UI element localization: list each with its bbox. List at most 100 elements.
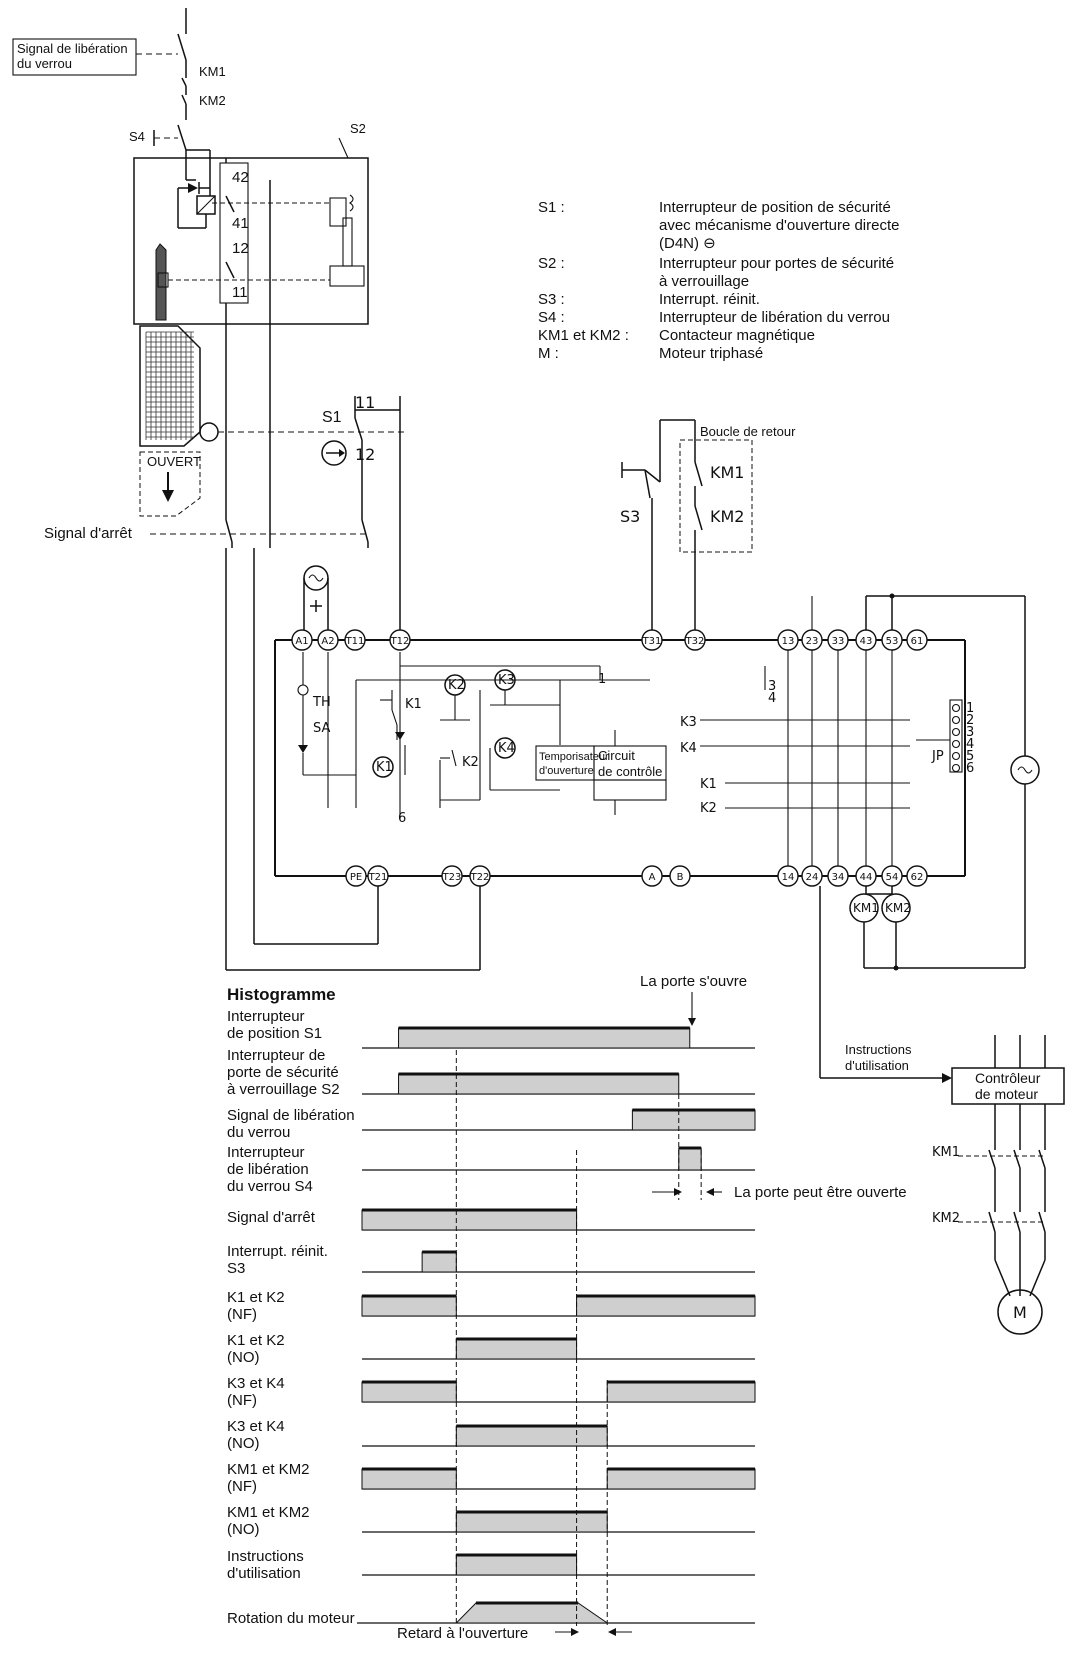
lock-release-section: Signal de libération du verrou KM1 KM2 S… bbox=[12, 8, 226, 196]
motor-section: Contrôleur de moteur KM1 KM2 M bbox=[932, 1035, 1065, 1335]
k3-coil-label: K3 bbox=[498, 673, 515, 688]
contact-42-label: 42 bbox=[232, 169, 249, 186]
timing-row-4: Signal d'arrêt bbox=[227, 1208, 755, 1231]
timing-row-5: Interrupt. réinit.S3 bbox=[227, 1243, 755, 1277]
reset-and-feedback: S3 Boucle de retour KM1 KM2 bbox=[620, 419, 796, 630]
terminal-62 bbox=[906, 865, 928, 887]
s1-contact-11-label: 11 bbox=[355, 393, 375, 412]
legend-key-3: S4 : bbox=[538, 309, 565, 326]
timing-bar-8-1 bbox=[606, 1381, 756, 1403]
terminal-label-T32: T32 bbox=[685, 636, 705, 647]
timing-bar-9-0 bbox=[455, 1425, 608, 1447]
terminal-label-33: 33 bbox=[832, 636, 845, 647]
legend-text-0-2: (D4N) ⊖ bbox=[659, 235, 716, 252]
legend-key-0: S1 : bbox=[538, 199, 565, 216]
terminal-label-53: 53 bbox=[886, 636, 899, 647]
timing-row-label-13-0: Rotation du moteur bbox=[227, 1610, 355, 1627]
timing-row-6: K1 et K2(NF) bbox=[227, 1289, 756, 1323]
legend-text-1-0: Interrupteur pour portes de sécurité bbox=[659, 255, 894, 272]
timing-row-label-8-1: (NF) bbox=[227, 1392, 257, 1409]
timing-row-label-11-0: KM1 et KM2 bbox=[227, 1504, 310, 1521]
s1-label: S1 bbox=[322, 409, 342, 426]
timing-row-label-10-1: (NF) bbox=[227, 1478, 257, 1495]
lock-release-signal-label-1: Signal de libération bbox=[17, 41, 128, 56]
k1-coil-label: K1 bbox=[376, 760, 393, 775]
instructions-label-1: Instructions bbox=[845, 1042, 912, 1057]
timing-row-11: KM1 et KM2(NO) bbox=[227, 1504, 755, 1538]
k1-relay-label: K1 bbox=[700, 777, 717, 792]
k2-contact-label: K2 bbox=[462, 755, 479, 770]
terminal-label-PE: PE bbox=[350, 872, 362, 883]
terminal-B bbox=[669, 865, 691, 887]
timing-row-label-5-0: Interrupt. réinit. bbox=[227, 1243, 328, 1260]
timing-row-label-12-0: Instructions bbox=[227, 1548, 304, 1565]
timing-row-8: K3 et K4(NF) bbox=[227, 1375, 756, 1409]
timing-row-label-1-2: à verrouillage S2 bbox=[227, 1081, 340, 1098]
s1-contact-12-label: 12 bbox=[355, 445, 375, 464]
km2-coil-label: KM2 bbox=[885, 901, 911, 915]
feedback-km1-label: KM1 bbox=[710, 463, 744, 482]
contact-11-label: 11 bbox=[232, 284, 248, 301]
lock-release-signal-label-2: du verrou bbox=[17, 56, 72, 71]
safety-door: OUVERT bbox=[139, 325, 219, 517]
timing-row-label-6-1: (NF) bbox=[227, 1306, 257, 1323]
timing-bar-4-0 bbox=[361, 1209, 578, 1231]
k1-contact-label: K1 bbox=[405, 697, 422, 712]
motor-controller-label-2: de moteur bbox=[975, 1086, 1038, 1102]
s2-door-switch: S2 42 41 12 11 bbox=[133, 121, 369, 325]
s3-label: S3 bbox=[620, 507, 640, 526]
km1-contact-label: KM1 bbox=[199, 64, 226, 79]
legend-text-3-0: Interrupteur de libération du verrou bbox=[659, 309, 890, 326]
timing-row-13: Rotation du moteur bbox=[227, 1601, 755, 1627]
contact-41-label: 41 bbox=[232, 215, 249, 232]
terminal-label-T21: T21 bbox=[368, 872, 388, 883]
motor-icon bbox=[997, 1289, 1043, 1335]
output-wiring: Instructions d'utilisation KM1 KM2 bbox=[811, 593, 1040, 1083]
timing-bar-6-0 bbox=[361, 1295, 457, 1317]
terminal-label-T11: T11 bbox=[345, 636, 365, 647]
timing-row-label-7-0: K1 et K2 bbox=[227, 1332, 285, 1349]
terminal-label-T23: T23 bbox=[442, 872, 462, 883]
th-label: TH bbox=[312, 695, 331, 710]
timing-row-label-7-1: (NO) bbox=[227, 1349, 260, 1366]
terminal-label-13: 13 bbox=[782, 636, 795, 647]
timing-bar-0-0 bbox=[398, 1027, 691, 1049]
timing-bar-2-0 bbox=[631, 1109, 756, 1131]
terminal-label-44: 44 bbox=[860, 872, 873, 883]
jp-pin-2: 2 bbox=[966, 713, 974, 728]
timing-row-label-9-0: K3 et K4 bbox=[227, 1418, 285, 1435]
contact-12-label: 12 bbox=[232, 240, 249, 257]
terminal-label-43: 43 bbox=[860, 636, 873, 647]
terminal-label-54: 54 bbox=[886, 872, 899, 883]
legend-key-2: S3 : bbox=[538, 291, 565, 308]
timing-row-label-10-0: KM1 et KM2 bbox=[227, 1461, 310, 1478]
k4-contact-label: K4 bbox=[680, 741, 697, 756]
timing-title: Histogramme bbox=[227, 985, 336, 1004]
timing-row-label-1-0: Interrupteur de bbox=[227, 1047, 325, 1064]
s1-position-switch: S1 11 12 bbox=[218, 393, 406, 478]
terminal-A bbox=[641, 865, 663, 887]
internal-ref-6: 6 bbox=[398, 811, 406, 826]
terminal-A1 bbox=[291, 629, 313, 651]
km1-coil-label: KM1 bbox=[853, 901, 879, 915]
k3-contact-label: K3 bbox=[680, 715, 697, 730]
k4-coil-label: K4 bbox=[498, 741, 515, 756]
jp-pin-6: 6 bbox=[966, 761, 974, 776]
timing-bar-6-1 bbox=[576, 1295, 756, 1317]
terminal-T11 bbox=[344, 629, 366, 651]
timing-bar-3-0 bbox=[678, 1147, 702, 1171]
feedback-loop-label: Boucle de retour bbox=[700, 424, 796, 439]
timing-bar-10-0 bbox=[361, 1468, 457, 1490]
internal-ref-4: 4 bbox=[768, 691, 776, 706]
terminal-label-T31: T31 bbox=[642, 636, 662, 647]
internal-ref-3: 3 bbox=[768, 679, 776, 694]
legend-key-1: S2 : bbox=[538, 255, 565, 272]
jp-pin-5: 5 bbox=[966, 749, 974, 764]
timing-row-label-8-0: K3 et K4 bbox=[227, 1375, 285, 1392]
legend-key-4: KM1 et KM2 : bbox=[538, 327, 629, 344]
k2-coil-label: K2 bbox=[448, 678, 465, 693]
